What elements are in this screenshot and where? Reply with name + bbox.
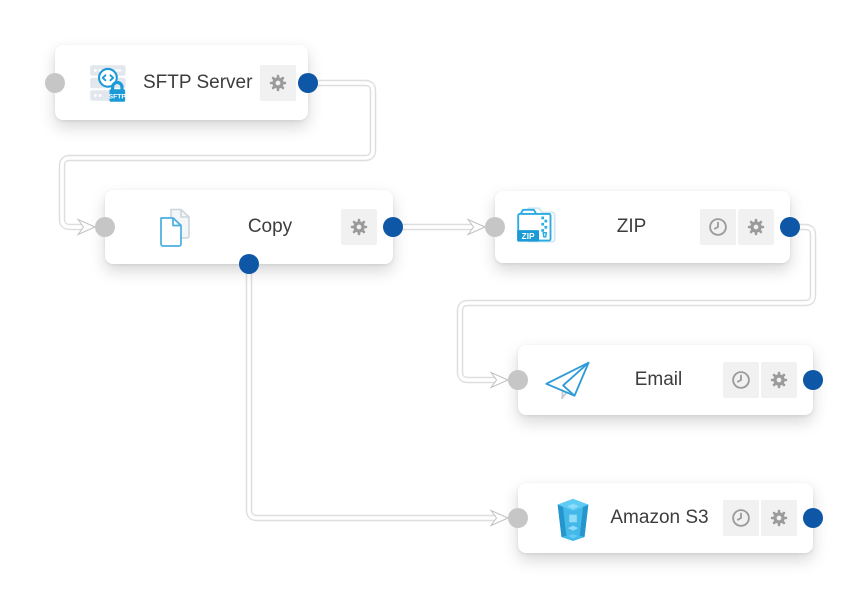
- arrowhead-icon: [466, 218, 487, 236]
- node-title: Copy: [247, 216, 293, 237]
- gear-icon: [348, 216, 370, 238]
- clock-icon: [730, 507, 752, 529]
- connector-copy-to-s3: [247, 262, 496, 520]
- settings-button[interactable]: [341, 209, 377, 245]
- settings-button[interactable]: [738, 209, 774, 245]
- sftp-server-output-port[interactable]: [298, 72, 318, 93]
- copy-bottom-output-port[interactable]: [239, 254, 259, 274]
- connector-zip-to-email: [458, 225, 815, 382]
- copy-output-port[interactable]: [383, 217, 403, 237]
- node-title: Email: [634, 369, 683, 390]
- amazon-s3-icon: [550, 495, 596, 541]
- settings-button[interactable]: [761, 500, 797, 536]
- zip-folder-icon: ZIP: [513, 202, 563, 252]
- amazon-s3-input-port[interactable]: [508, 508, 528, 528]
- gear-icon: [768, 507, 790, 529]
- gear-icon: [768, 369, 790, 391]
- sftp-server-input-port[interactable]: [45, 72, 65, 93]
- gear-icon: [745, 216, 767, 238]
- amazon-s3-output-port[interactable]: [803, 508, 823, 528]
- email-input-port[interactable]: [508, 370, 528, 390]
- connector-sftp-to-copy: [60, 81, 375, 229]
- settings-button[interactable]: [761, 362, 797, 398]
- copy-input-port[interactable]: [95, 217, 115, 237]
- schedule-button[interactable]: [723, 500, 759, 536]
- email-output-port[interactable]: [803, 370, 823, 390]
- connector-shadows: [58, 79, 817, 522]
- node-copy[interactable]: Copy: [95, 190, 403, 274]
- gear-icon: [267, 72, 289, 94]
- node-title: Amazon S3: [610, 507, 709, 528]
- schedule-button[interactable]: [700, 209, 736, 245]
- sftp-server-icon: SFTP: [85, 58, 135, 108]
- connector-lines: [60, 81, 815, 520]
- svg-text:SFTP: SFTP: [109, 93, 127, 100]
- node-email[interactable]: Email: [508, 345, 823, 415]
- clock-icon: [707, 216, 729, 238]
- zip-input-port[interactable]: [485, 217, 505, 237]
- schedule-button[interactable]: [723, 362, 759, 398]
- svg-text:ZIP: ZIP: [522, 231, 535, 241]
- zip-output-port[interactable]: [780, 217, 800, 237]
- paper-plane-icon: [542, 354, 594, 406]
- node-title: SFTP Server: [143, 71, 253, 93]
- node-sftp-server[interactable]: SFTP SFTP Server: [45, 45, 318, 120]
- arrowhead-icon: [489, 509, 510, 527]
- clock-icon: [730, 369, 752, 391]
- node-zip[interactable]: ZIP ZIP: [485, 191, 800, 263]
- node-title: ZIP: [616, 216, 647, 237]
- arrowheads: [76, 218, 510, 527]
- arrowhead-icon: [76, 218, 97, 236]
- arrowhead-icon: [489, 371, 510, 389]
- node-amazon-s3[interactable]: Amazon S3: [508, 483, 823, 553]
- settings-button[interactable]: [260, 64, 297, 101]
- copy-documents-icon: [151, 203, 199, 251]
